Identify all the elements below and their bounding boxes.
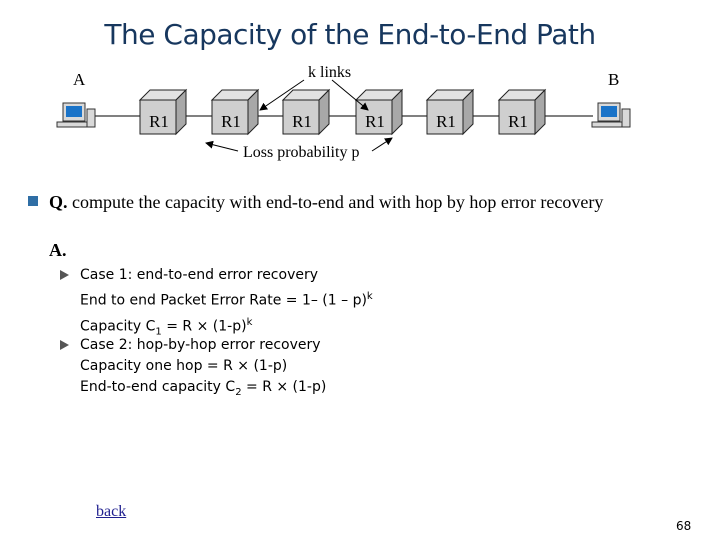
- back-link[interactable]: back: [96, 503, 127, 520]
- endpoint-a-label: A: [73, 70, 86, 89]
- links-arrow-left: [259, 79, 305, 111]
- loss-arrow-right: [371, 137, 393, 152]
- computer-b-icon: [591, 102, 631, 128]
- bullet-square: [28, 196, 38, 206]
- case1-error-rate: End to end Packet Error Rate = 1– (1 – p…: [80, 291, 373, 309]
- loss-arrow-left: [205, 140, 239, 152]
- computer-a-icon: [56, 102, 96, 128]
- network-path-diagram: R1 R1 R1 R1 R1 R1 A B k links Loss proba…: [56, 64, 631, 161]
- router-label: R1: [149, 112, 169, 131]
- case1-block: Case 1: end-to-end error recovery End to…: [80, 265, 373, 342]
- router-label: R1: [365, 112, 385, 131]
- slide-title: The Capacity of the End-to-End Path: [104, 18, 596, 51]
- case2-block: Case 2: hop-by-hop error recovery Capaci…: [80, 335, 326, 403]
- router-label: R1: [292, 112, 312, 131]
- case1-capacity: Capacity C1 = R × (1-p)k: [80, 316, 253, 338]
- question-text: Q. compute the capacity with end-to-end …: [49, 192, 604, 212]
- links-label: k links: [308, 64, 351, 81]
- links-arrow-right: [331, 79, 369, 111]
- router-label: R1: [221, 112, 241, 131]
- page-number: 68: [676, 519, 692, 533]
- case2-title: Case 2: hop-by-hop error recovery: [80, 337, 321, 353]
- router-label: R1: [436, 112, 456, 131]
- router-label: R1: [508, 112, 528, 131]
- endpoint-b-label: B: [608, 70, 619, 89]
- case2-hop-capacity: Capacity one hop = R × (1-p): [80, 358, 288, 374]
- case2-arrow-icon: [60, 340, 69, 350]
- case1-title: Case 1: end-to-end error recovery: [80, 267, 319, 283]
- case1-arrow-icon: [60, 270, 69, 280]
- case2-end-capacity: End-to-end capacity C2 = R × (1-p): [80, 379, 327, 398]
- loss-probability-label: Loss probability p: [243, 144, 359, 161]
- answer-label: A.: [49, 240, 67, 260]
